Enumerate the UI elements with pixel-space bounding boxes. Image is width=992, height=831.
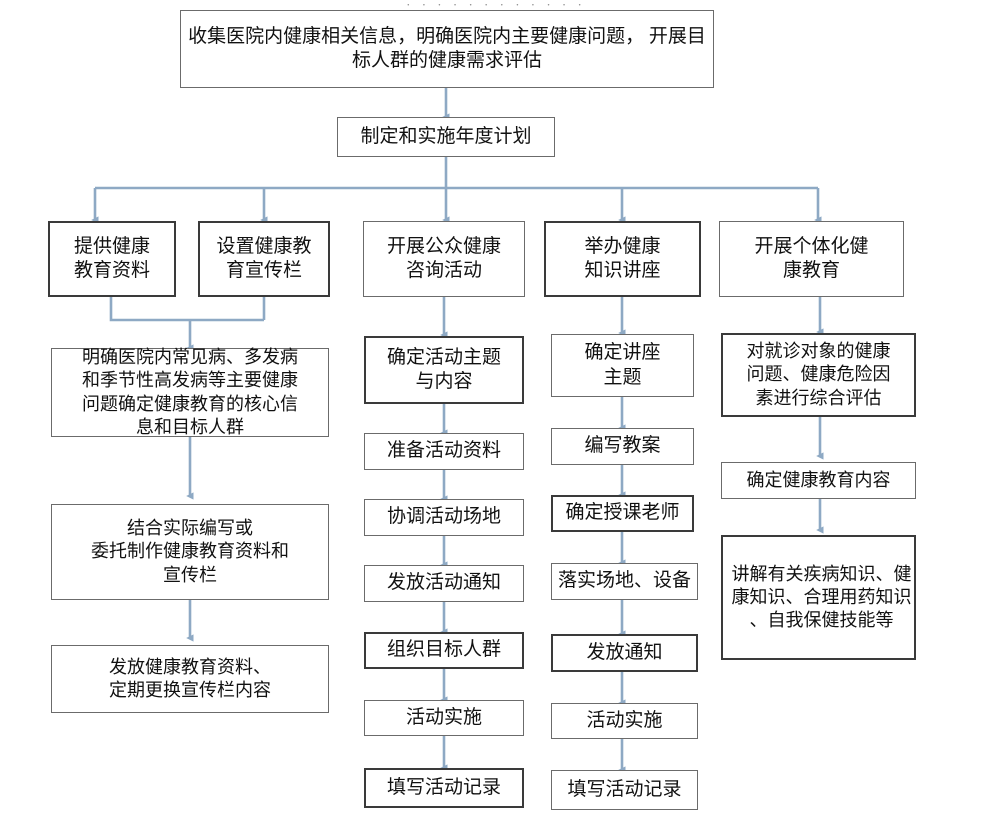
node-b3[interactable]: 协调活动场地 bbox=[364, 499, 524, 536]
node-c1a[interactable]: 提供健康 教育资料 bbox=[48, 221, 176, 297]
node-c1a-label: 提供健康 教育资料 bbox=[73, 235, 150, 281]
node-c3-label: 举办健康 知识讲座 bbox=[584, 235, 661, 281]
node-d1-label: 确定讲座 主题 bbox=[584, 342, 661, 388]
node-b1-label: 确定活动主题 与内容 bbox=[386, 346, 501, 392]
node-b1[interactable]: 确定活动主题 与内容 bbox=[364, 336, 524, 404]
node-e1[interactable]: 对就诊对象的健康 问题、健康危险因 素进行综合评估 bbox=[721, 333, 916, 417]
node-b7[interactable]: 填写活动记录 bbox=[364, 768, 524, 808]
cropped-title-remnant: · · · · · · · · · · · · bbox=[0, 0, 992, 7]
node-d7[interactable]: 填写活动记录 bbox=[551, 770, 698, 810]
node-a2[interactable]: 结合实际编写或 委托制作健康教育资料和 宣传栏 bbox=[51, 504, 329, 600]
node-c2[interactable]: 开展公众健康 咨询活动 bbox=[363, 221, 525, 297]
node-d3-label: 确定授课老师 bbox=[565, 502, 680, 524]
node-d2[interactable]: 编写教案 bbox=[551, 428, 694, 465]
node-c4[interactable]: 开展个体化健 康教育 bbox=[719, 221, 904, 297]
node-a3-label: 发放健康教育资料、 定期更换宣传栏内容 bbox=[109, 656, 271, 700]
node-d5[interactable]: 发放通知 bbox=[551, 634, 698, 672]
node-n2[interactable]: 制定和实施年度计划 bbox=[337, 117, 555, 157]
node-c1b[interactable]: 设置健康教 育宣传栏 bbox=[198, 221, 330, 297]
node-e2-label: 确定健康教育内容 bbox=[746, 469, 891, 490]
node-d5-label: 发放通知 bbox=[586, 641, 663, 663]
node-b5-label: 组织目标人群 bbox=[386, 639, 501, 661]
node-c2-label: 开展公众健康 咨询活动 bbox=[386, 235, 501, 281]
node-n1[interactable]: 收集医院内健康相关信息，明确医院内主要健康问题， 开展目标人群的健康需求评估 bbox=[180, 10, 714, 88]
node-b4[interactable]: 发放活动通知 bbox=[364, 565, 524, 602]
node-b3-label: 协调活动场地 bbox=[386, 506, 501, 528]
node-e1-label: 对就诊对象的健康 问题、健康危险因 素进行综合评估 bbox=[746, 341, 891, 408]
node-b5[interactable]: 组织目标人群 bbox=[364, 632, 524, 669]
node-c1b-label: 设置健康教 育宣传栏 bbox=[216, 235, 312, 281]
node-a2-label: 结合实际编写或 委托制作健康教育资料和 宣传栏 bbox=[91, 518, 289, 585]
node-d4-label: 落实场地、设备 bbox=[557, 570, 691, 592]
node-d7-label: 填写活动记录 bbox=[567, 778, 682, 800]
node-e3[interactable]: 讲解有关疾病知识、健 康知识、合理用药知识 、自我保健技能等 bbox=[721, 535, 916, 660]
node-d3[interactable]: 确定授课老师 bbox=[551, 495, 694, 532]
node-d6-label: 活动实施 bbox=[586, 709, 663, 731]
node-a1[interactable]: 明确医院内常见病、多发病 和季节性高发病等主要健康 问题确定健康教育的核心信 息… bbox=[51, 347, 329, 437]
node-d4[interactable]: 落实场地、设备 bbox=[551, 563, 698, 600]
node-e2[interactable]: 确定健康教育内容 bbox=[721, 462, 916, 499]
node-c3[interactable]: 举办健康 知识讲座 bbox=[544, 221, 701, 297]
node-b4-label: 发放活动通知 bbox=[386, 572, 501, 594]
node-b2-label: 准备活动资料 bbox=[386, 440, 501, 462]
node-b6[interactable]: 活动实施 bbox=[364, 700, 524, 736]
node-b7-label: 填写活动记录 bbox=[386, 776, 501, 798]
node-b6-label: 活动实施 bbox=[405, 706, 482, 728]
node-d6[interactable]: 活动实施 bbox=[551, 703, 698, 739]
node-e3-label: 讲解有关疾病知识、健 康知识、合理用药知识 、自我保健技能等 bbox=[731, 563, 912, 631]
node-n1-label: 收集医院内健康相关信息，明确医院内主要健康问题， 开展目标人群的健康需求评估 bbox=[188, 25, 706, 71]
node-d1[interactable]: 确定讲座 主题 bbox=[551, 334, 694, 397]
node-d2-label: 编写教案 bbox=[584, 435, 661, 457]
node-a1-label: 明确医院内常见病、多发病 和季节性高发病等主要健康 问题确定健康教育的核心信 息… bbox=[82, 347, 298, 437]
node-a3[interactable]: 发放健康教育资料、 定期更换宣传栏内容 bbox=[51, 645, 329, 713]
node-c4-label: 开展个体化健 康教育 bbox=[754, 235, 869, 281]
node-b2[interactable]: 准备活动资料 bbox=[364, 433, 524, 470]
node-n2-label: 制定和实施年度计划 bbox=[360, 125, 532, 147]
